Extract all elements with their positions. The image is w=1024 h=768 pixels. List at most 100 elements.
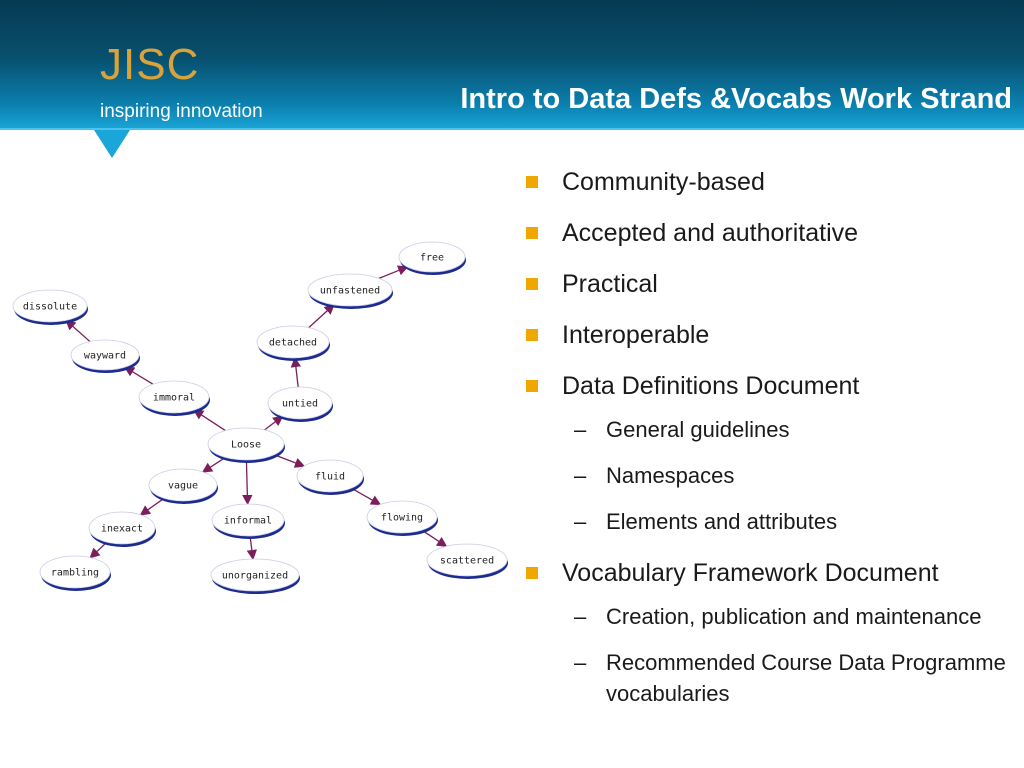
bullet-label: Interoperable [562, 321, 710, 349]
slide-title: Intro to Data Defs &Vocabs Work Strand [460, 83, 1012, 115]
edge-loose-immoral [192, 409, 226, 432]
node-label: scattered [440, 556, 494, 567]
edge-informal-unorganized [246, 535, 257, 561]
node-ellipse [210, 558, 300, 592]
edge-untied-detached [290, 356, 302, 388]
node-label: immoral [153, 393, 195, 404]
bullet-item: Interoperable [522, 319, 1012, 351]
edge-detached-unfastened [308, 303, 335, 329]
diagram-edges [65, 265, 448, 561]
node-untied: untied [267, 386, 333, 422]
edge-fluid-flowing [351, 487, 382, 506]
node-immoral: immoral [138, 380, 210, 416]
node-ellipse [307, 273, 393, 307]
bullet-list: Community-based Accepted and authoritati… [522, 166, 1012, 724]
bullet-label: Community-based [562, 168, 765, 196]
node-vague: vague [148, 468, 218, 504]
header-divider [0, 128, 1024, 130]
node-ellipse [296, 459, 364, 493]
node-ellipse [39, 555, 111, 589]
edge-inexact-rambling [89, 541, 108, 559]
node-label: dissolute [23, 302, 77, 313]
node-ellipse [138, 380, 210, 414]
node-label: unfastened [320, 286, 380, 297]
jisc-logo: JISC [100, 40, 200, 89]
node-ellipse [256, 325, 330, 359]
edge-vague-inexact [139, 497, 165, 516]
edge-immoral-wayward [123, 366, 154, 385]
node-ellipse [366, 500, 438, 534]
edge-unfastened-free [378, 265, 409, 279]
sub-bullet-item: –Namespaces [522, 460, 1012, 491]
node-ellipse [207, 427, 285, 461]
sub-bullet-item: –Elements and attributes [522, 506, 1012, 537]
bullet-label: Vocabulary Framework Document [562, 559, 939, 587]
bullet-item: Community-based [522, 166, 1012, 198]
dash-marker: – [574, 509, 587, 534]
node-ellipse [211, 503, 285, 537]
node-label: vague [168, 481, 198, 492]
node-ellipse [398, 241, 466, 273]
bullet-item: Data Definitions Document [522, 370, 1012, 402]
node-ellipse [426, 543, 508, 577]
logo-tagline: inspiring innovation [100, 101, 263, 122]
node-label: flowing [381, 513, 423, 524]
edge-loose-fluid [273, 454, 306, 468]
bullet-item: Practical [522, 268, 1012, 300]
node-label: inexact [101, 524, 143, 535]
node-ellipse [12, 289, 88, 323]
bullet-item: Vocabulary Framework Document [522, 557, 1012, 589]
dash-marker: – [574, 417, 587, 442]
edge-flowing-scattered [421, 529, 448, 548]
edge-loose-vague [201, 456, 226, 473]
node-label: Loose [231, 440, 261, 451]
node-label: wayward [84, 351, 126, 362]
bullet-label: Data Definitions Document [562, 372, 860, 400]
node-ellipse [88, 511, 156, 545]
node-dissolute: dissolute [12, 289, 88, 325]
node-ellipse [70, 339, 140, 371]
node-rambling: rambling [39, 555, 111, 591]
node-informal: informal [211, 503, 285, 539]
node-label: untied [282, 399, 318, 410]
sub-bullet-label: Recommended Course Data Programme vocabu… [606, 650, 1006, 706]
node-label: fluid [315, 472, 345, 483]
edge-wayward-dissolute [65, 319, 91, 343]
node-label: rambling [51, 568, 99, 579]
sub-bullet-label: Creation, publication and maintenance [606, 604, 982, 629]
node-detached: detached [256, 325, 330, 361]
slide-header-bar [0, 0, 1024, 130]
dash-marker: – [574, 604, 587, 629]
sub-bullet-label: Elements and attributes [606, 509, 838, 534]
node-unfastened: unfastened [307, 273, 393, 309]
edge-loose-informal [242, 459, 253, 506]
diagram-nodes: free unfastened dissolute detached wayward im… [12, 241, 508, 594]
node-loose: Loose [207, 427, 285, 463]
node-ellipse [267, 386, 333, 420]
node-flowing: flowing [366, 500, 438, 536]
edge-loose-untied [264, 415, 284, 431]
node-inexact: inexact [88, 511, 156, 547]
bullet-item: Accepted and authoritative [522, 217, 1012, 249]
node-label: free [420, 253, 444, 264]
node-fluid: fluid [296, 459, 364, 495]
node-free: free [398, 241, 466, 275]
sub-bullet-label: General guidelines [606, 417, 790, 442]
sub-bullet-item: –General guidelines [522, 414, 1012, 445]
sub-bullet-item: –Recommended Course Data Programme vocab… [522, 647, 1012, 709]
dash-marker: – [574, 650, 587, 675]
node-unorganized: unorganized [210, 558, 300, 594]
node-scattered: scattered [426, 543, 508, 579]
node-label: detached [269, 338, 317, 349]
node-wayward: wayward [70, 339, 140, 373]
bullet-label: Accepted and authoritative [562, 219, 859, 247]
sub-bullet-label: Namespaces [606, 463, 735, 488]
node-ellipse [148, 468, 218, 502]
bullet-label: Practical [562, 270, 658, 298]
header-pointer [94, 130, 130, 158]
node-label: informal [224, 516, 272, 527]
node-label: unorganized [222, 571, 288, 582]
word-network-diagram: free unfastened dissolute detached wayward im… [12, 241, 508, 594]
sub-bullet-item: –Creation, publication and maintenance [522, 601, 1012, 632]
dash-marker: – [574, 463, 587, 488]
